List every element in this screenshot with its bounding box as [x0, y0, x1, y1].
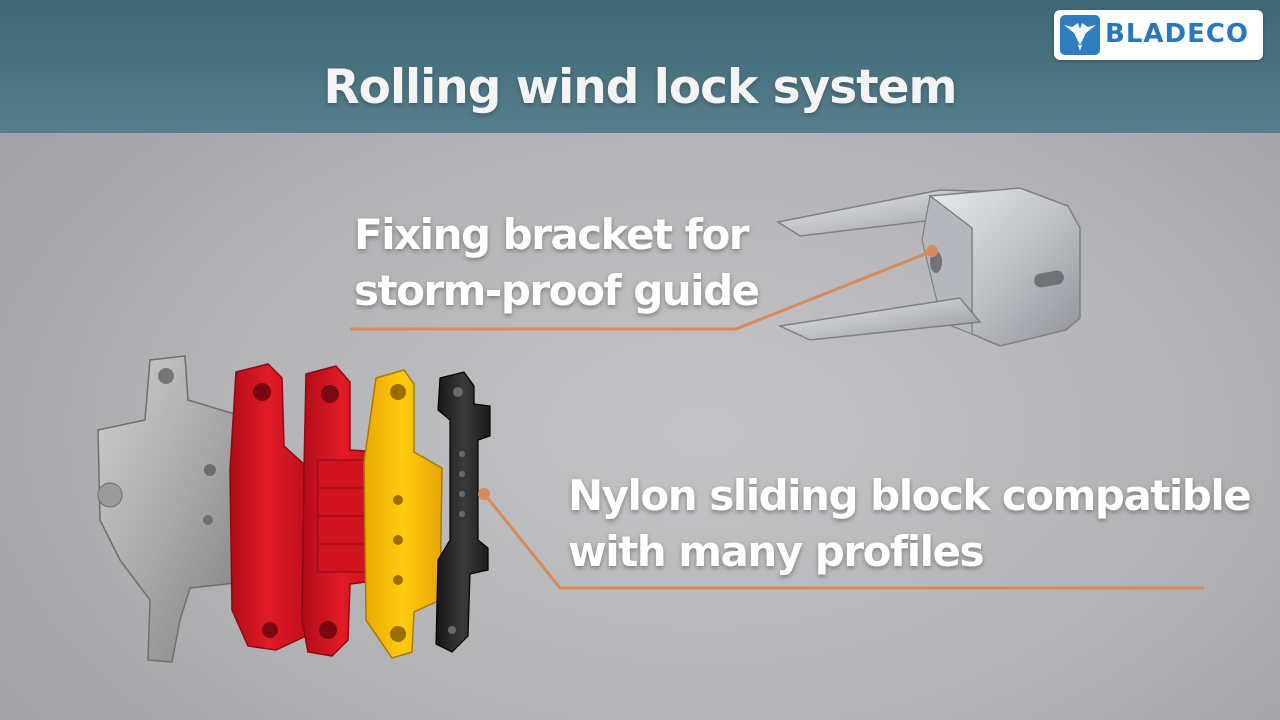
- bracket-callout-line-2: storm-proof guide: [354, 266, 760, 315]
- bracket-leader-line: [350, 245, 938, 331]
- bracket-callout-text: Fixing bracket for storm-proof guide: [354, 207, 760, 319]
- nylon-callout-line-1: Nylon sliding block compatible: [568, 471, 1252, 520]
- nylon-leader-line: [478, 488, 1204, 590]
- nylon-callout-line-2: with many profiles: [568, 527, 984, 576]
- bladeco-logo: BLADECO: [1054, 10, 1263, 60]
- logo-wordmark: BLADECO: [1105, 19, 1250, 49]
- metal-fixing-bracket-image: [776, 187, 1081, 347]
- bracket-callout-line-1: Fixing bracket for: [354, 210, 750, 259]
- page-title: Rolling wind lock system: [323, 60, 957, 115]
- nylon-sliding-blocks-image: [97, 355, 491, 663]
- nylon-callout-text: Nylon sliding block compatible with many…: [568, 468, 1252, 580]
- eagle-icon: [1060, 15, 1100, 55]
